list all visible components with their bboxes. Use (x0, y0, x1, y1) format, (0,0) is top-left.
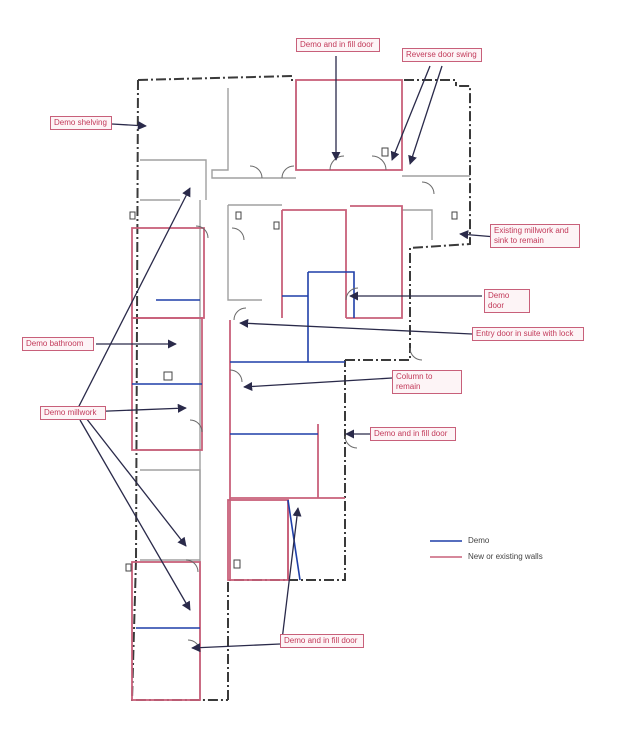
callout-demo-fill-door-bottom: Demo and in fill door (280, 634, 364, 648)
callout-demo-fill-door-mid: Demo and in fill door (370, 427, 456, 441)
callout-reverse-door-swing: Reverse door swing (402, 48, 482, 62)
legend-demo-label: Demo (468, 536, 490, 545)
fixtures (125, 147, 458, 572)
callout-demo-shelving: Demo shelving (50, 116, 112, 130)
callout-entry-door-ensuite: Entry door in suite with lock (472, 327, 584, 341)
callout-demo-bathroom: Demo bathroom (22, 337, 94, 351)
callout-demo-millwork: Demo millwork (40, 406, 106, 420)
legend-new-walls-label: New or existing walls (468, 552, 543, 561)
door-swings (185, 155, 435, 653)
callout-demo-fill-door-top: Demo and in fill door (296, 38, 380, 52)
callout-existing-millwork: Existing millwork and sink to remain (490, 224, 580, 248)
callout-demo-door: Demo door (484, 289, 530, 313)
callout-column-to-remain: Column to remain (392, 370, 462, 394)
new-walls (131, 79, 403, 701)
callout-arrows (75, 56, 497, 653)
